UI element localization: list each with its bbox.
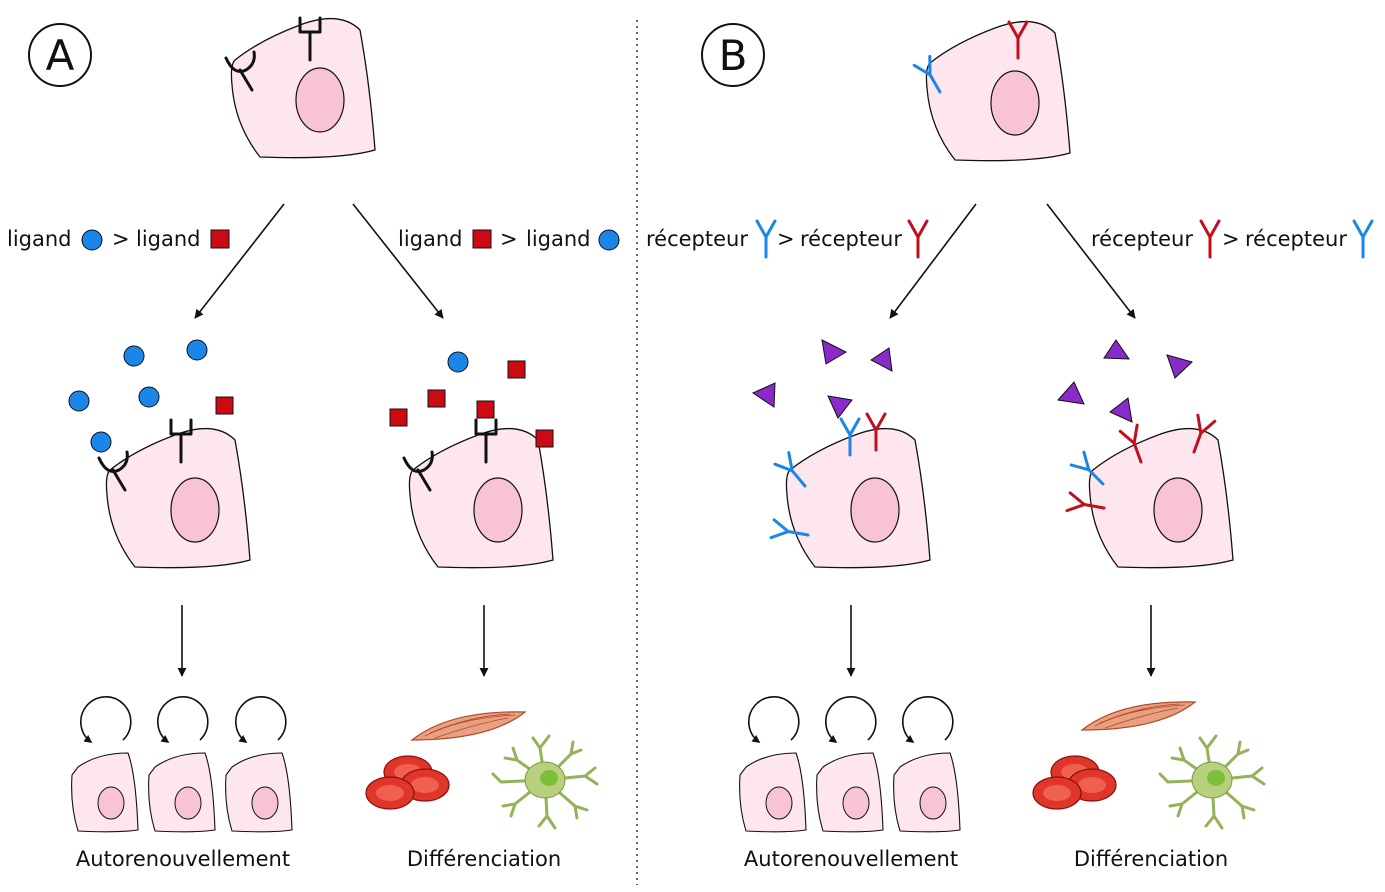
ligand-triangle [1057, 381, 1085, 405]
arrow-b-right [1046, 203, 1136, 319]
mid-cell-a-right [408, 427, 554, 569]
ligand-triangle [1109, 397, 1133, 423]
panel-b-letter: B [719, 31, 748, 80]
panel-b: B récepteur > récepteur récepteur > réce… [646, 20, 1374, 871]
mid-cell-a-left [105, 427, 251, 569]
mid-cell-b-left [785, 427, 931, 569]
ligand-triangle [1103, 339, 1130, 360]
condition-a-right: ligand > ligand [398, 227, 620, 251]
cycle-arrow-icon [826, 697, 876, 742]
panel-a-badge [28, 23, 92, 87]
top-cell-b [925, 20, 1071, 162]
mid-cell-b-right [1088, 427, 1234, 569]
condition-a-left-word1: ligand [7, 227, 72, 251]
condition-a-left-word2: ligand [136, 227, 201, 251]
neuron-icon [1158, 734, 1266, 830]
ligand-triangle [821, 339, 848, 365]
muscle-fiber-icon [411, 711, 526, 741]
ligand-square [389, 408, 408, 427]
ligand-circle [90, 431, 112, 453]
condition-b-right-word2: récepteur [1245, 227, 1347, 251]
ligand-square [507, 360, 526, 379]
cycle-arrow-icon [158, 697, 208, 742]
ligand-square [476, 400, 495, 419]
condition-a-left-op: > [112, 227, 130, 251]
daughter-cell [225, 752, 293, 833]
ligand-triangle [827, 395, 853, 419]
ligand-circle [123, 345, 145, 367]
condition-b-left: récepteur > récepteur [646, 219, 929, 259]
condition-a-left: ligand > ligand [7, 227, 230, 251]
ligand-circle-icon [598, 229, 620, 251]
outcome-b-right: Différenciation [1074, 847, 1228, 871]
panel-a-letter: A [46, 31, 75, 80]
receptor-y-icon [755, 219, 777, 259]
cell-b-right-receptors [1057, 339, 1234, 569]
daughter-cell [816, 752, 884, 833]
panel-a: A ligand > ligand ligand > ligand [7, 16, 620, 871]
ligand-circle [186, 339, 208, 361]
differentiation-b [1032, 701, 1266, 830]
ligand-circle [68, 390, 90, 412]
daughter-cell [893, 752, 961, 833]
condition-b-right-word1: récepteur [1091, 227, 1193, 251]
ligand-square-icon [472, 229, 492, 249]
ligand-square [427, 389, 446, 408]
condition-a-right-word2: ligand [526, 227, 591, 251]
daughter-cell [148, 752, 216, 833]
outcome-a-left: Autorenouvellement [76, 847, 290, 871]
condition-b-right-op: > [1222, 227, 1240, 251]
cell-a-right-ligands [389, 351, 554, 569]
differentiation-a [365, 711, 599, 830]
top-cell-a [230, 17, 376, 159]
receptor-y-icon [1199, 219, 1221, 259]
ligand-square [535, 429, 554, 448]
red-blood-cell-icon [1032, 776, 1082, 810]
condition-b-left-op: > [777, 227, 795, 251]
muscle-fiber-icon [1081, 701, 1196, 731]
ligand-square-icon [210, 229, 230, 249]
self-renewal-b [739, 697, 961, 833]
cell-a-left-ligands [68, 339, 251, 569]
ligand-circle-icon [81, 229, 103, 251]
arrow-a-right [352, 203, 444, 319]
condition-a-right-op: > [500, 227, 518, 251]
cycle-arrow-icon [81, 697, 131, 742]
daughter-cell [71, 752, 139, 833]
condition-b-right: récepteur > récepteur [1091, 219, 1374, 259]
condition-a-right-word1: ligand [398, 227, 463, 251]
outcome-b-left: Autorenouvellement [744, 847, 958, 871]
cycle-arrow-icon [236, 697, 286, 742]
ligand-triangle [751, 382, 776, 408]
condition-b-left-word1: récepteur [646, 227, 748, 251]
arrow-a-left [194, 203, 285, 319]
daughter-cell [739, 752, 807, 833]
red-blood-cell-icon [365, 776, 415, 810]
arrow-b-left [889, 203, 977, 319]
ligand-circle [138, 386, 160, 408]
neuron-icon [491, 734, 599, 830]
outcome-a-right: Différenciation [407, 847, 561, 871]
cycle-arrow-icon [749, 697, 799, 742]
cell-b-left-receptors [751, 339, 931, 569]
ligand-circle [447, 351, 469, 373]
ligand-triangle [1166, 354, 1193, 379]
cycle-arrow-icon [903, 697, 953, 742]
receptor-y-icon [907, 219, 929, 259]
ligand-triangle [870, 347, 893, 372]
condition-b-left-word2: récepteur [800, 227, 902, 251]
self-renewal-a [71, 697, 293, 833]
ligand-square [215, 396, 234, 415]
receptor-y-icon [1352, 219, 1374, 259]
panel-b-badge [701, 23, 765, 87]
